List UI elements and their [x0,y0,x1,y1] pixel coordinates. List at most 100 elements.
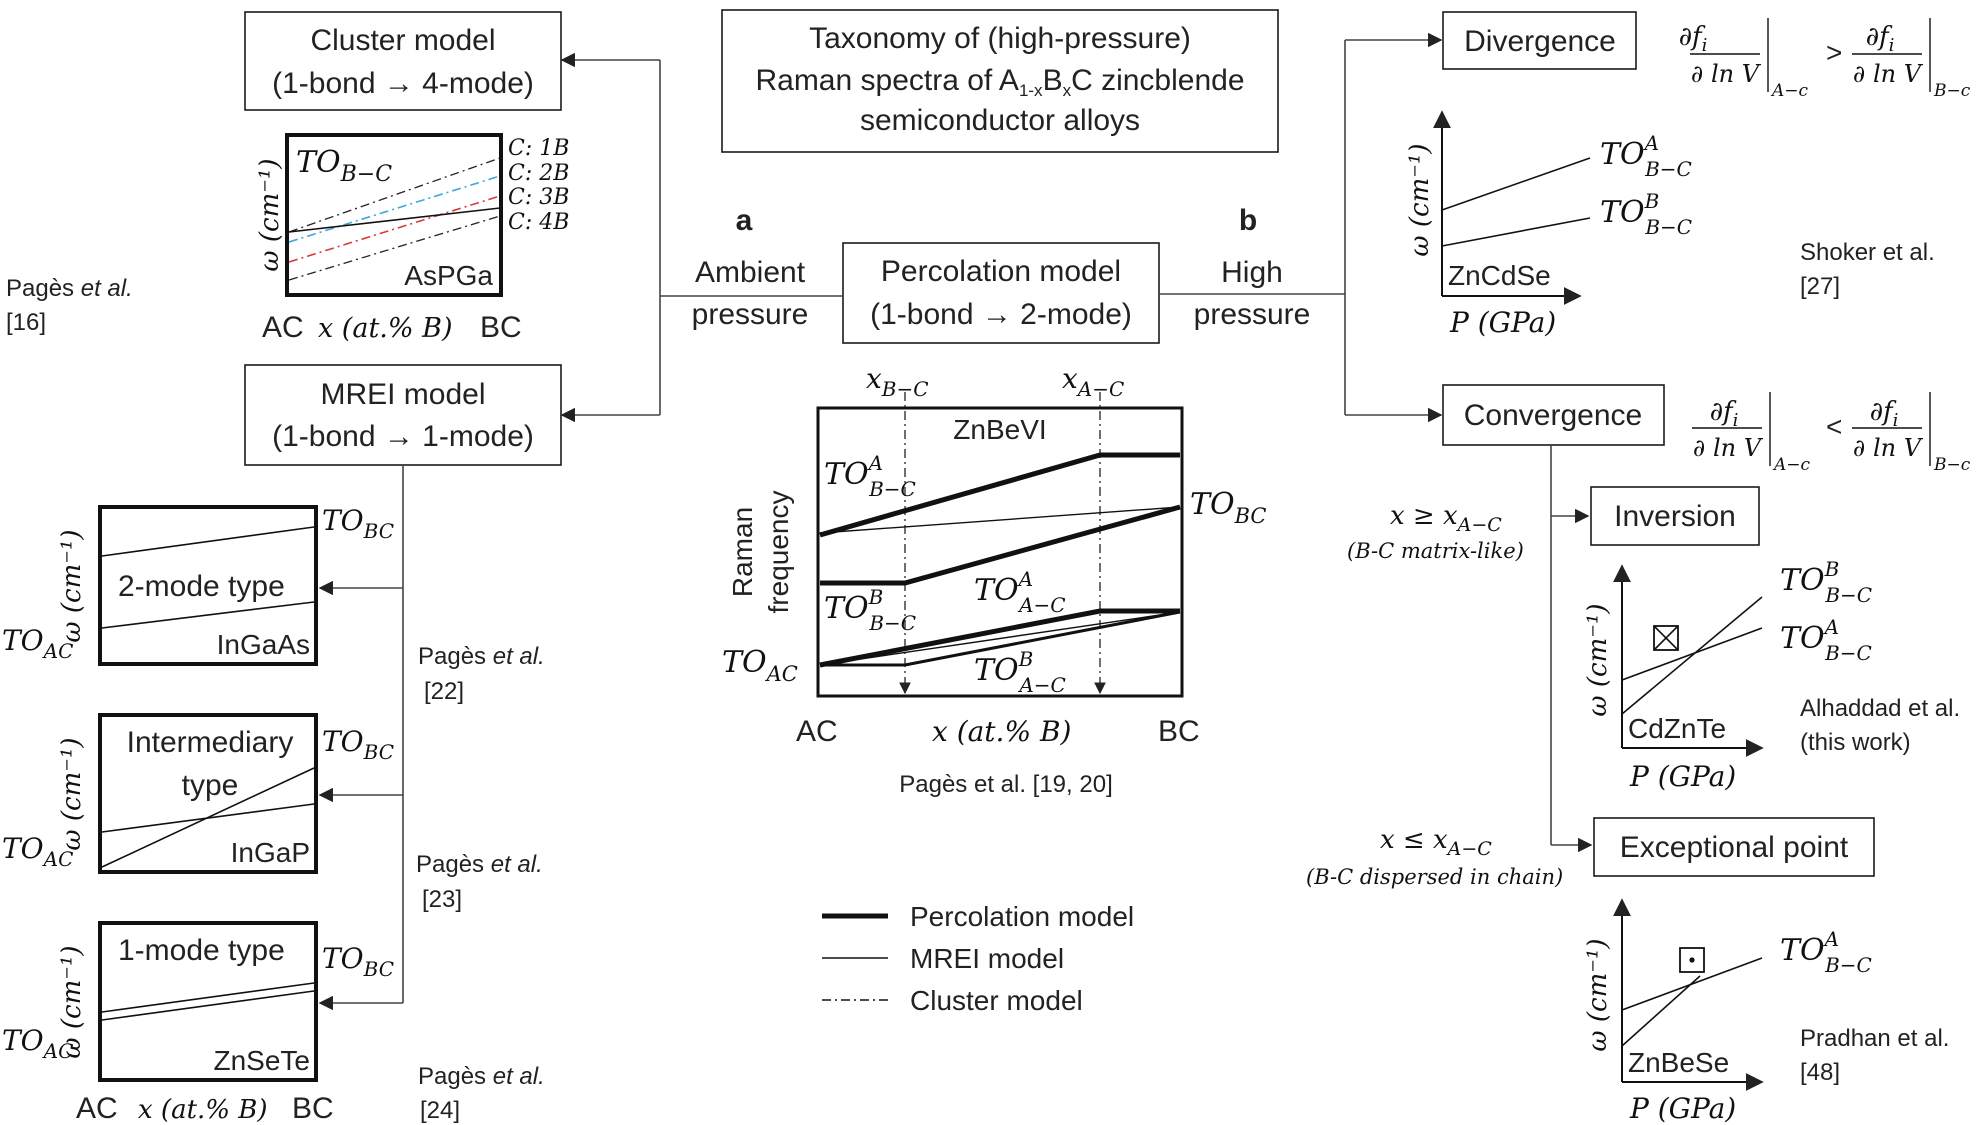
mrei-plot-1mode: 1-mode type ZnSeTe ω (cm⁻¹) TOBC TOAC AC… [2,921,394,1125]
div-alloy: ZnCdSe [1448,260,1551,291]
inv-line-b [1621,596,1763,715]
exceptional-marker-dot [1689,957,1695,963]
percolation-title: Percolation model [881,255,1121,288]
exceptional-point-label: Exceptional point [1620,831,1849,864]
exceptional-point-box [1593,817,1875,877]
legend: Percolation model MREI model Cluster mod… [822,901,1134,1016]
conv-eq-sub-left: A−c [1772,455,1811,475]
divergence-label: Divergence [1464,25,1616,58]
inversion-label: Inversion [1614,500,1736,533]
cond-inversion: x ≥ xA−C [1390,501,1502,536]
cluster-mrei-line [288,207,501,233]
convergence-label: Convergence [1464,399,1642,432]
cluster-subtitle: (1-bond → 4-mode) [272,67,534,100]
plot-intermediary-type-2: type [182,769,239,802]
exc-line-a [1621,957,1763,1011]
div-eq-den-right: ∂ ln V [1853,60,1924,88]
plot-intermediary-alloy: InGaP [231,837,310,868]
title-box [721,9,1279,153]
plot-1mode-x-left: AC [76,1092,118,1125]
conv-eq-den-right: ∂ ln V [1853,434,1924,462]
div-eq-sub-left: A−c [1770,81,1809,101]
perc-y-axis-2: frequency [763,491,794,614]
plot-2mode-line-ac [101,601,315,629]
div-eq-sub-right: B−c [1933,81,1971,101]
ref-23-authors: Pagès et al. [416,851,543,878]
crossing-marker-diag2 [1653,625,1679,651]
inv-x-label: P (GPa) [1629,760,1736,793]
div-eq-den-left: ∂ ln V [1691,60,1762,88]
legend-label-percolation: Percolation model [910,901,1134,932]
perc-x-right: BC [1158,715,1200,748]
cluster-label-3b: C: 3B [508,185,569,210]
div-line-a [1441,157,1591,211]
cluster-alloy: AsPGa [404,260,493,291]
div-line-b [1441,217,1591,247]
plot-1mode-type: 1-mode type [118,934,285,967]
mrei-model-box [244,364,562,466]
legend-label-mrei: MREI model [910,943,1064,974]
conv-eq-num-left: ∂fi [1710,397,1739,431]
perc-to-b-a [819,452,1180,538]
ref-24-num: [24] [420,1097,460,1124]
div-y-label: ω (cm⁻¹) [1405,143,1435,256]
ambient-label-1: Ambient [695,256,806,289]
plot-intermediary-to-ac: TOAC [2,832,73,871]
perc-x-ac-top: xA−C [1062,362,1124,401]
cluster-x-left: AC [262,311,304,344]
div-eq-op: > [1826,37,1842,68]
perc-label-to-bc: TOBC [1190,487,1267,528]
ref-23-num: [23] [422,886,462,913]
plot-1mode-to-ac: TOAC [2,1024,73,1063]
plot-2mode-y-axis: ω (cm⁻¹) [57,529,87,642]
ambient-label-2: pressure [692,298,809,331]
plot-intermediary-to-bc: TOBC [322,725,394,764]
perc-ref: Pagès et al. [19, 20] [899,771,1112,798]
plot-2mode-to-bc: TOBC [322,504,394,543]
divergence-box [1442,11,1637,70]
exc-line-b [1621,975,1701,1047]
ref-inv-authors: Alhaddad et al. [1800,695,1960,722]
exc-alloy: ZnBeSe [1628,1047,1729,1078]
plot-1mode-frame [98,921,318,1082]
mrei-subtitle: (1-bond → 1-mode) [272,420,534,453]
inv-line-a [1621,627,1763,681]
branch-label-a: a [736,204,753,237]
cond-exceptional-note: (B-C dispersed in chain) [1306,865,1563,889]
plot-1mode-alloy: ZnSeTe [214,1045,311,1076]
conv-eq-num-right: ∂fi [1870,397,1899,431]
branch-label-b: b [1239,204,1257,237]
perc-alloy: ZnBeVI [953,414,1046,445]
inversion-box [1590,486,1760,546]
perc-mrei-upper [819,506,1181,534]
plot-1mode-line-1 [101,982,315,1013]
ref-div-num: [27] [1800,273,1840,300]
cluster-to-label: TOB−C [296,145,392,187]
cluster-ref-num: [16] [6,309,46,336]
cluster-label-2b: C: 2B [508,161,569,186]
conv-eq-den-left: ∂ ln V [1693,434,1764,462]
perc-to-a-b [820,610,1181,667]
plot-2mode-alloy: InGaAs [217,629,310,660]
ref-div-authors: Shoker et al. [1800,239,1935,266]
mrei-plot-intermediary: Intermediary type InGaP ω (cm⁻¹) TOBC TO… [2,713,394,874]
exc-y-label: ω (cm⁻¹) [1583,938,1613,1051]
plot-2mode-frame [98,505,318,666]
ref-24-authors: Pagès et al. [418,1063,545,1090]
perc-y-axis-1: Raman [727,507,758,597]
ref-exc-num: [48] [1800,1059,1840,1086]
title-line1: Taxonomy of (high-pressure) [809,22,1191,55]
cluster-label-1b: C: 1B [508,136,569,161]
perc-x-mid: x (at.% B) [932,715,1071,748]
cluster-ref-authors: Pagès et al. [6,275,133,302]
